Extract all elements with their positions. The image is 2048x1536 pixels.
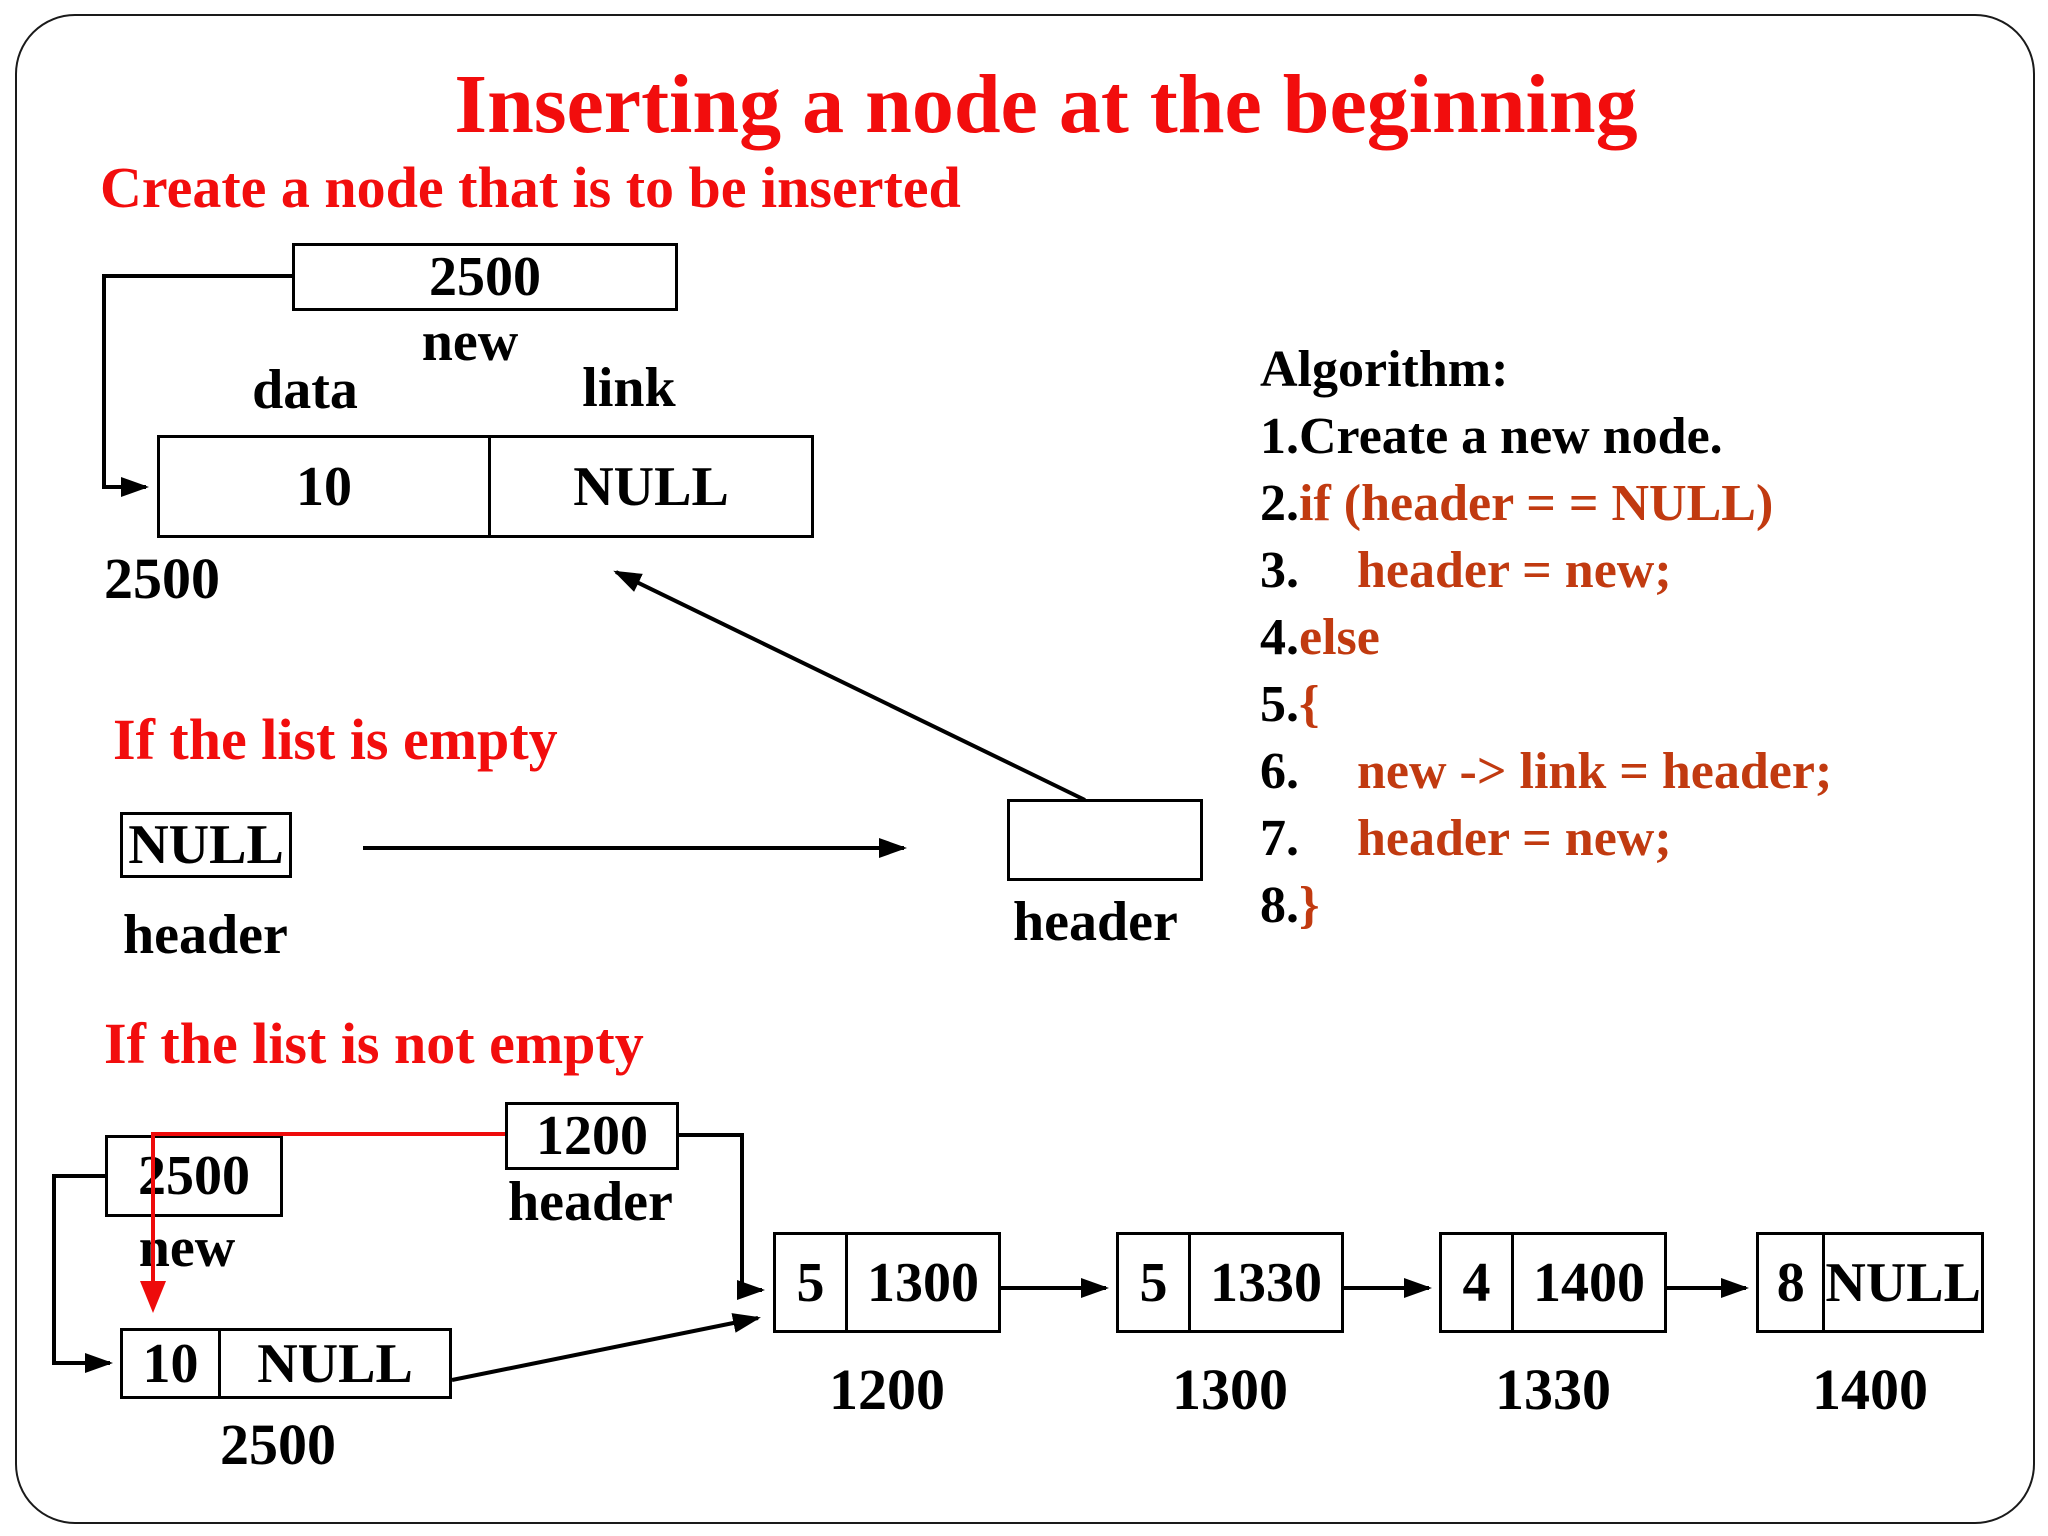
algorithm-line-code: new -> link = header; bbox=[1357, 743, 1833, 800]
algorithm-line-code: } bbox=[1299, 877, 1320, 934]
chain-node-1-address: 1200 bbox=[829, 1357, 945, 1422]
algorithm-heading: Algorithm: bbox=[1260, 341, 1509, 398]
new-pointer-box: 2500 bbox=[105, 1135, 283, 1217]
chain-node-3-link: 1400 bbox=[1533, 1251, 1645, 1314]
algorithm-line: 7. header = new; bbox=[1260, 805, 1832, 872]
header-null-label: header bbox=[123, 904, 288, 966]
algorithm-line-number: 2. bbox=[1260, 475, 1299, 532]
algorithm-line: 6. new -> link = header; bbox=[1260, 738, 1832, 805]
link-field-label: link bbox=[582, 357, 676, 419]
chain-node-3-data: 4 bbox=[1442, 1235, 1514, 1330]
chain-node-3: 4 1400 bbox=[1439, 1232, 1667, 1333]
data-field-label: data bbox=[252, 359, 358, 421]
algorithm-line-number: 8. bbox=[1260, 877, 1299, 934]
new-node-box: 10 NULL bbox=[157, 435, 814, 538]
chain-node-4: 8 NULL bbox=[1756, 1232, 1984, 1333]
algorithm-line-number: 4. bbox=[1260, 609, 1299, 666]
chain-node-2: 5 1330 bbox=[1116, 1232, 1344, 1333]
algorithm-line-code: header = new; bbox=[1357, 542, 1672, 599]
chain-node-4-data: 8 bbox=[1759, 1235, 1826, 1330]
chain-node-1-link: 1300 bbox=[867, 1251, 979, 1314]
chain-node-4-address: 1400 bbox=[1812, 1357, 1928, 1422]
header-address-box: 1200 bbox=[505, 1102, 679, 1170]
algorithm-line-code: else bbox=[1299, 609, 1380, 666]
new-address-box: 2500 bbox=[292, 243, 678, 311]
algorithm-line: 2.if (header = = NULL) bbox=[1260, 470, 1832, 537]
chain-node-2-data: 5 bbox=[1119, 1235, 1191, 1330]
new-pointer-label: new bbox=[138, 1217, 236, 1279]
algorithm-line-number: 1. bbox=[1260, 408, 1299, 465]
header-null-box: NULL bbox=[120, 812, 292, 878]
algorithm-line-number: 3. bbox=[1260, 542, 1299, 599]
chain-node-2-link: 1330 bbox=[1210, 1251, 1322, 1314]
create-section-heading: Create a node that is to be inserted bbox=[100, 155, 961, 220]
new-node-data-cell: 10 bbox=[160, 438, 491, 535]
algorithm-line-code: if (header = = NULL) bbox=[1299, 475, 1774, 532]
algorithm-line-code: Create a new node. bbox=[1299, 408, 1723, 465]
chain-node-1: 5 1300 bbox=[773, 1232, 1001, 1333]
algorithm-line-code: header = new; bbox=[1357, 810, 1672, 867]
algorithm-line-number: 5. bbox=[1260, 676, 1299, 733]
not-empty-section-heading: If the list is not empty bbox=[104, 1011, 644, 1076]
algorithm-lines: 1.Create a new node.2.if (header = = NUL… bbox=[1260, 403, 1832, 939]
chain-node-4-link: NULL bbox=[1825, 1251, 1981, 1314]
algorithm-line: 1.Create a new node. bbox=[1260, 403, 1832, 470]
new-node-address-label: 2500 bbox=[104, 546, 220, 611]
new-node-link-cell: NULL bbox=[573, 455, 729, 518]
algorithm-line: 3. header = new; bbox=[1260, 537, 1832, 604]
page-title: Inserting a node at the beginning bbox=[454, 58, 1638, 151]
algorithm-line-code: { bbox=[1299, 676, 1320, 733]
new-node2-data-cell: 10 bbox=[123, 1331, 221, 1396]
header-empty-label: header bbox=[1013, 891, 1178, 953]
header-empty-box bbox=[1007, 799, 1203, 881]
new-node-box-2: 10 NULL bbox=[120, 1328, 452, 1399]
header-address-label: header bbox=[508, 1171, 673, 1233]
algorithm-line-number: 6. bbox=[1260, 743, 1299, 800]
new-node2-address-label: 2500 bbox=[220, 1412, 336, 1477]
algorithm-line: 5.{ bbox=[1260, 671, 1832, 738]
chain-node-3-address: 1330 bbox=[1495, 1357, 1611, 1422]
algorithm-block: Algorithm: 1.Create a new node.2.if (hea… bbox=[1260, 336, 1832, 939]
algorithm-line: 4.else bbox=[1260, 604, 1832, 671]
new-label: new bbox=[421, 311, 519, 373]
chain-node-1-data: 5 bbox=[776, 1235, 848, 1330]
slide-border bbox=[15, 14, 2035, 1524]
chain-node-2-address: 1300 bbox=[1172, 1357, 1288, 1422]
algorithm-line: 8.} bbox=[1260, 872, 1832, 939]
new-node2-link-cell: NULL bbox=[257, 1332, 413, 1395]
algorithm-line-number: 7. bbox=[1260, 810, 1299, 867]
empty-section-heading: If the list is empty bbox=[113, 707, 558, 772]
